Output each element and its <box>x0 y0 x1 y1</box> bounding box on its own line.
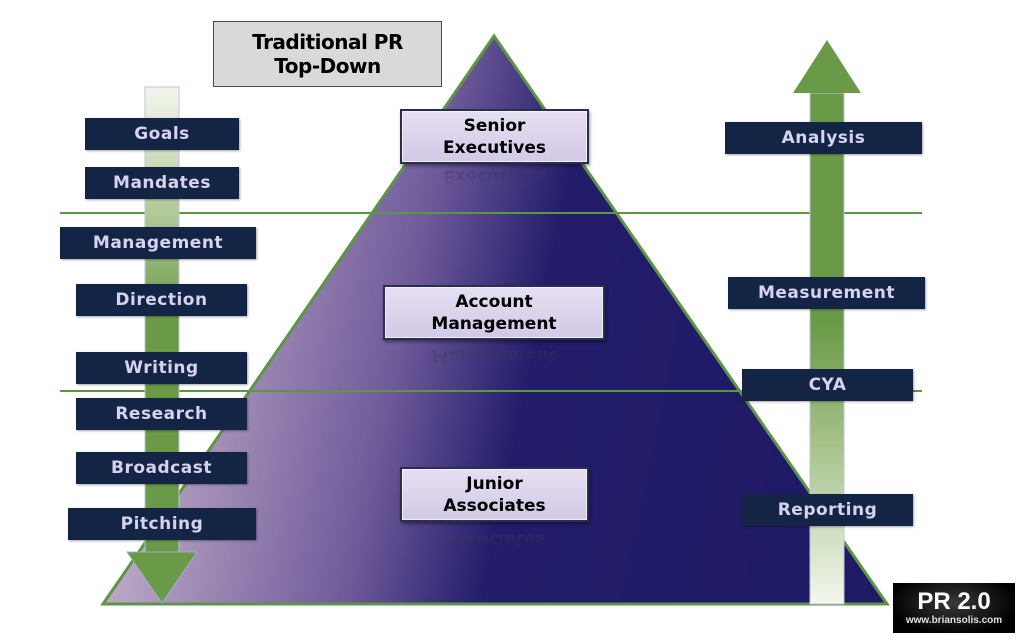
right-tag-measurement: Measurement <box>728 277 925 309</box>
left-tag-direction: Direction <box>76 284 247 316</box>
level-label-line-1: Senior <box>463 115 526 136</box>
level-senior-executives: Senior Executives <box>400 109 589 164</box>
diagram-title: Traditional PR Top-Down <box>213 21 442 87</box>
pr20-logo: PR 2.0 www.briansolis.com <box>893 583 1015 633</box>
level-junior-associates: Junior Associates <box>400 467 589 522</box>
level-account-management: Account Management <box>383 285 605 340</box>
left-tag-writing: Writing <box>76 352 247 384</box>
level-reflection: Associates <box>443 530 546 550</box>
left-tag-management: Management <box>60 227 256 259</box>
right-tag-reporting: Reporting <box>742 494 913 526</box>
level-reflection: Management <box>431 346 557 366</box>
level-reflection: Executives <box>443 166 546 186</box>
right-tag-analysis: Analysis <box>725 122 922 154</box>
left-tag-mandates: Mandates <box>85 167 239 199</box>
left-tag-broadcast: Broadcast <box>76 452 247 484</box>
right-tag-cya: CYA <box>742 369 913 401</box>
level-label-line-2: Associates <box>443 495 546 516</box>
left-tag-pitching: Pitching <box>68 508 256 540</box>
logo-url: www.briansolis.com <box>905 615 1003 626</box>
level-label-line-1: Account <box>455 291 533 312</box>
level-label-line-2: Management <box>431 313 557 334</box>
title-line-1: Traditional PR <box>252 30 403 54</box>
left-tag-goals: Goals <box>85 118 239 150</box>
level-label-line-2: Executives <box>443 137 546 158</box>
logo-name: PR 2.0 <box>917 588 991 615</box>
title-line-2: Top-Down <box>274 54 381 78</box>
left-tag-research: Research <box>76 398 247 430</box>
level-label-line-1: Junior <box>466 473 523 494</box>
